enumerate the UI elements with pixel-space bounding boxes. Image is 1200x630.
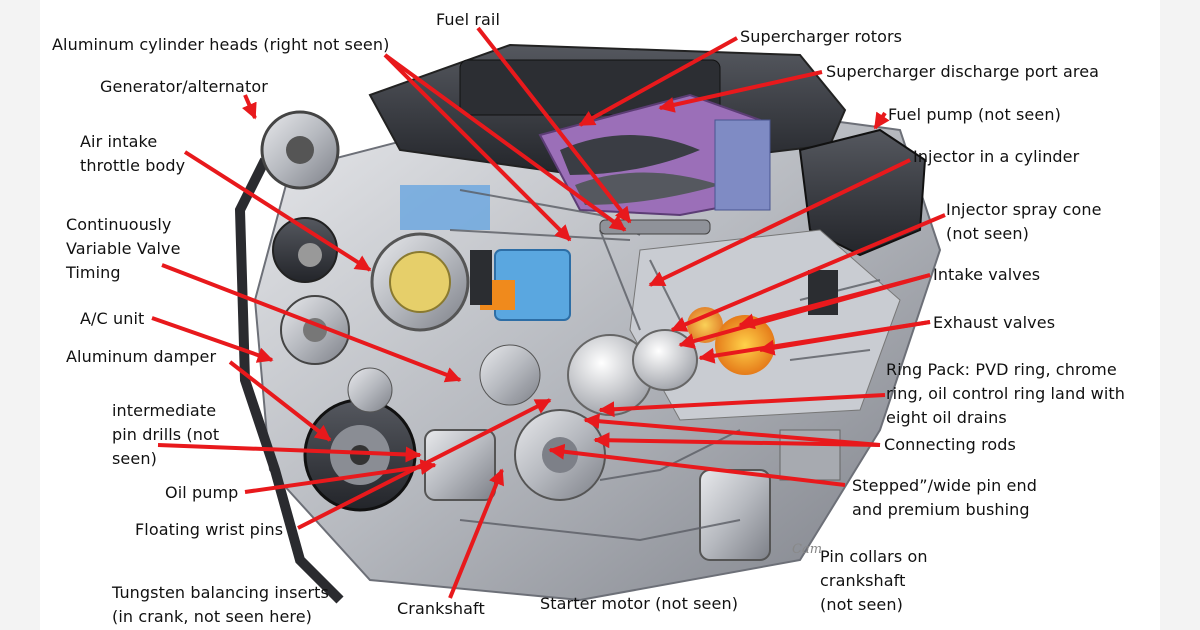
- artist-signature: Cam: [792, 542, 823, 557]
- label-exhaust-valves: Exhaust valves: [933, 313, 1056, 332]
- arrow-fuel-pump: [873, 111, 890, 130]
- arrow-oil-pump: [244, 459, 437, 494]
- label-supercharger-rotors: Supercharger rotors: [740, 27, 903, 46]
- label-starter-motor: Starter motor (not seen): [540, 594, 739, 613]
- label-crankshaft: Crankshaft: [397, 599, 485, 618]
- arrow-injector-spray: [670, 213, 946, 332]
- label-air-intake: Air intake throttle body: [80, 132, 186, 175]
- arrow-ac-unit: [151, 316, 274, 363]
- label-intake-valves: Intake valves: [933, 265, 1041, 284]
- arrow-sc-discharge: [658, 70, 823, 113]
- label-injector-spray: Injector spray cone (not seen): [946, 200, 1102, 243]
- label-stepped-pin: Stepped”/wide pin end and premium bushin…: [852, 476, 1037, 519]
- arrow-floating: [297, 398, 552, 530]
- label-cvvt: Continuously Variable Valve Timing: [66, 215, 181, 282]
- diagram-canvas: Cam Fuel rail Aluminum cylinder heads (r…: [40, 0, 1160, 630]
- label-ring-pack: Ring Pack: PVD ring, chrome ring, oil co…: [886, 360, 1125, 427]
- arrow-cvvt: [161, 263, 462, 383]
- arrow-exhaust-2: [698, 320, 931, 364]
- label-floating-pins: Floating wrist pins: [135, 520, 284, 539]
- serpentine-belt: [234, 157, 344, 604]
- label-oil-pump: Oil pump: [165, 483, 239, 502]
- arrow-fuel-rail: [476, 26, 632, 224]
- arrow-generator: [241, 94, 257, 120]
- label-generator: Generator/alternator: [100, 77, 268, 96]
- arrow-intermediate: [157, 443, 422, 463]
- arrow-rods-2: [593, 432, 881, 449]
- arrow-intake-2: [678, 273, 931, 349]
- arrow-heads-2: [383, 53, 627, 232]
- label-aluminum-damper: Aluminum damper: [66, 347, 217, 366]
- label-supercharger-discharge: Supercharger discharge port area: [826, 62, 1100, 81]
- arrow-damper: [228, 360, 332, 442]
- arrow-sc-rotors: [578, 36, 738, 127]
- label-connecting-rods: Connecting rods: [884, 435, 1016, 454]
- label-fuel-pump: Fuel pump (not seen): [888, 105, 1061, 124]
- label-tungsten: Tungsten balancing inserts (in crank, no…: [112, 583, 329, 626]
- arrow-injector-cyl: [648, 158, 911, 287]
- arrow-stepped: [548, 443, 846, 487]
- label-intermediate-pin: intermediate pin drills (not seen): [112, 401, 220, 468]
- label-fuel-rail: Fuel rail: [436, 10, 501, 29]
- arrow-crankshaft: [448, 468, 504, 599]
- label-injector-cylinder: Injector in a cylinder: [913, 147, 1080, 166]
- arrow-heads-1: [383, 53, 572, 242]
- label-ac-unit: A/C unit: [80, 309, 145, 328]
- arrow-air-intake: [183, 150, 372, 272]
- arrow-ring-pack: [598, 393, 886, 418]
- label-aluminum-heads: Aluminum cylinder heads (right not seen): [52, 35, 390, 54]
- arrow-layer: [151, 26, 946, 599]
- fuel-pump-housing: [798, 128, 927, 257]
- fuel-rail: [599, 219, 711, 235]
- arrow-rods-1: [583, 413, 881, 447]
- label-pin-collars: Pin collars on crankshaft (not seen): [820, 547, 928, 614]
